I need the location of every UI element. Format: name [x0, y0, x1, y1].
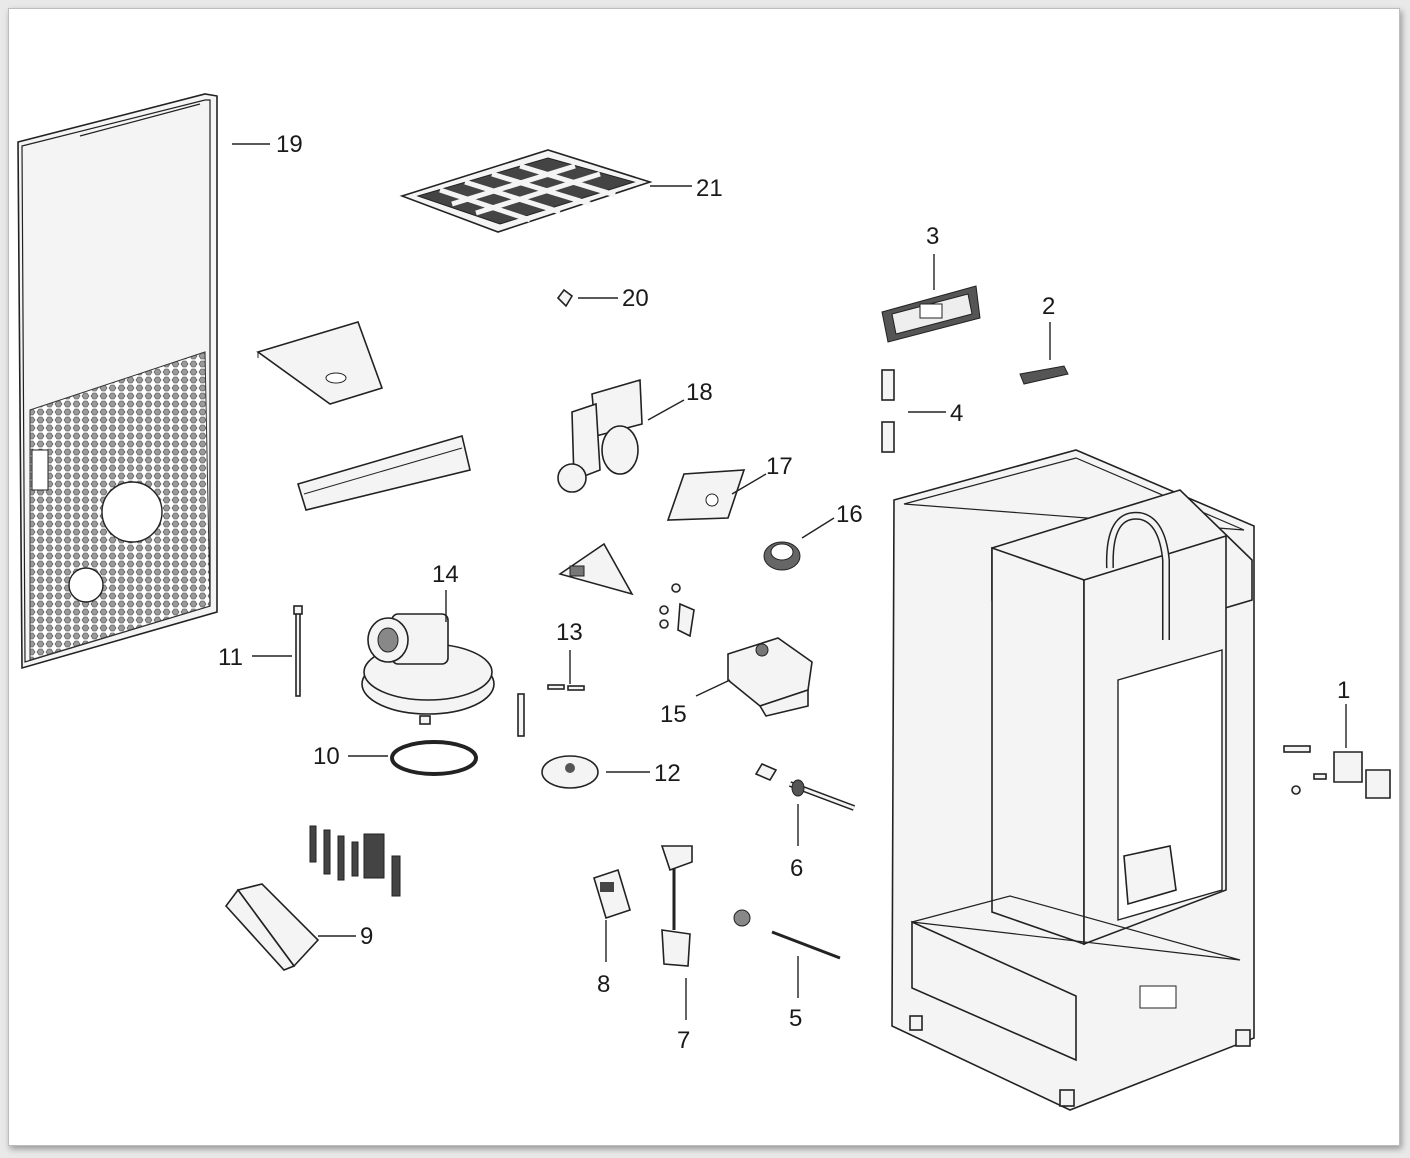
callout-18: 18	[686, 379, 713, 406]
callout-13: 13	[556, 619, 583, 646]
part-2-board	[1019, 365, 1069, 385]
part-15-gearbox	[727, 637, 813, 717]
callout-12: 12	[654, 760, 681, 787]
part-5-sensor	[733, 909, 841, 960]
leader-lines	[232, 143, 1347, 1020]
part-3-control-panel	[881, 285, 981, 343]
callout-21: 21	[696, 175, 723, 202]
part-10-gasket	[390, 740, 478, 776]
callout-1: 1	[1337, 677, 1350, 704]
part-20-clip	[556, 288, 574, 308]
part-8-switch	[593, 868, 631, 920]
callout-6: 6	[790, 855, 803, 882]
callout-15: 15	[660, 701, 687, 728]
top-bracket	[256, 321, 384, 405]
callout-labels: 1 2 3 4 5 6 7 8 9 10 11 12 13 14 15 16 1…	[218, 131, 1350, 1054]
callout-10: 10	[313, 743, 340, 770]
callout-11: 11	[218, 644, 243, 671]
part-11-rod	[293, 605, 303, 697]
callout-17: 17	[766, 453, 793, 480]
part-21-grille	[399, 149, 653, 233]
callout-2: 2	[1042, 293, 1055, 320]
callout-9: 9	[360, 923, 373, 950]
part-4-brackets	[881, 369, 895, 453]
part-16-ring	[763, 541, 801, 571]
callout-8: 8	[597, 971, 610, 998]
part-13-pins	[517, 684, 585, 737]
callout-4: 4	[950, 400, 963, 427]
part-14-fan	[361, 613, 495, 725]
main-body-frame	[891, 449, 1255, 1111]
mid-bracket	[296, 434, 471, 511]
callout-5: 5	[789, 1005, 802, 1032]
small-hardware	[659, 583, 695, 638]
callout-20: 20	[622, 285, 649, 312]
part-17-plate	[666, 469, 746, 521]
part-19-back-panel	[17, 93, 218, 670]
triangle-bracket	[558, 542, 634, 596]
part-12-motor	[541, 755, 599, 789]
callout-3: 3	[926, 223, 939, 250]
callout-14: 14	[432, 561, 459, 588]
part-1-hinge	[1283, 745, 1391, 799]
part-18-flue	[557, 378, 643, 493]
callout-16: 16	[836, 501, 863, 528]
callout-7: 7	[677, 1027, 690, 1054]
part-6-igniter	[754, 762, 856, 811]
callout-19: 19	[276, 131, 303, 158]
part-7-power-cord	[660, 845, 693, 967]
part-9-electronic-board	[224, 825, 401, 971]
